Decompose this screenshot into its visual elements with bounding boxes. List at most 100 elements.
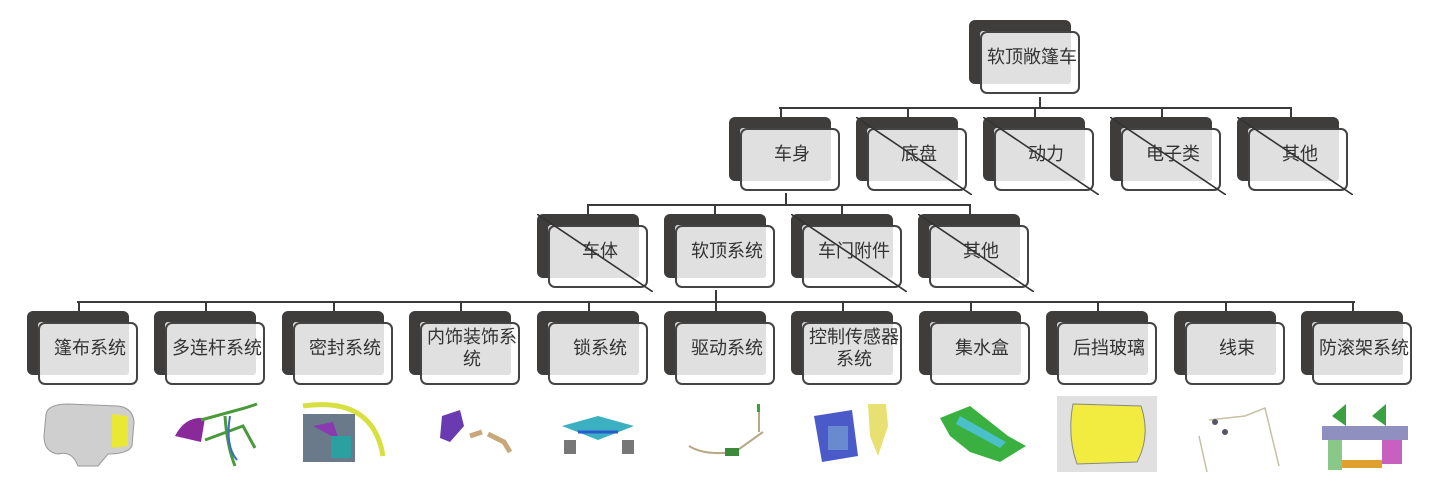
level4-drop	[333, 301, 335, 312]
node-level4: 后挡玻璃	[1046, 311, 1162, 389]
node-frame	[929, 225, 1029, 288]
seal-image	[302, 402, 386, 462]
node-label: 软顶敞篷车	[987, 46, 1077, 68]
level4-drop	[715, 301, 717, 312]
node-level4: 控制传感器系统	[791, 311, 907, 389]
node-frame	[548, 225, 648, 288]
node-label: 内饰装饰系统	[427, 326, 517, 370]
node-frame	[802, 225, 902, 288]
node-fill	[740, 128, 831, 181]
level3-drop	[841, 204, 843, 215]
node-level4: 内饰装饰系统	[409, 311, 525, 389]
node-level4: 锁系统	[537, 311, 653, 389]
level4-drop	[1097, 301, 1099, 312]
level4-drop	[460, 301, 462, 312]
node-frame	[740, 128, 840, 191]
strike-through-line	[1237, 117, 1353, 195]
node-fill	[420, 322, 511, 375]
node-label: 其他	[1282, 143, 1318, 165]
node-fill	[675, 322, 766, 375]
node-label: 软顶系统	[691, 240, 763, 262]
wiring-harness-image	[1198, 406, 1280, 472]
node-fill	[930, 322, 1021, 375]
node-label: 控制传感器系统	[809, 326, 899, 370]
water-box-image	[940, 406, 1026, 462]
node-level3: 软顶系统	[664, 214, 780, 292]
node-level4: 线束	[1174, 311, 1290, 389]
level3-bus	[587, 204, 971, 206]
node-fill	[1057, 322, 1148, 375]
node-level4: 篷布系统	[27, 311, 143, 389]
node-label: 车门附件	[818, 240, 890, 262]
level4-drop	[1352, 301, 1354, 312]
strike-through-line	[983, 117, 1099, 195]
strike-through-line	[537, 214, 653, 292]
node-label: 集水盒	[955, 337, 1009, 359]
node-frame	[1185, 322, 1285, 385]
node-level4: 防滚架系统	[1301, 311, 1417, 389]
soft-top-fabric-image	[43, 403, 135, 467]
node-fill	[980, 31, 1071, 84]
node-level2: 电子类	[1110, 117, 1226, 195]
level4-drop	[970, 301, 972, 312]
node-level3: 其他	[918, 214, 1034, 292]
node-fill	[1312, 322, 1403, 375]
roll-bar-image	[1322, 404, 1408, 470]
node-fill	[802, 322, 893, 375]
level3-drop	[714, 204, 716, 215]
level3-drop	[587, 204, 589, 215]
strike-through-line	[856, 117, 972, 195]
node-label: 篷布系统	[54, 337, 126, 359]
node-label: 防滚架系统	[1319, 337, 1409, 359]
node-fill	[1185, 322, 1276, 375]
node-level3: 车体	[537, 214, 653, 292]
node-level2: 动力	[983, 117, 1099, 195]
node-label: 锁系统	[573, 337, 627, 359]
strike-through-line	[918, 214, 1034, 292]
node-label: 驱动系统	[691, 337, 763, 359]
strike-through-line	[1110, 117, 1226, 195]
node-label: 车体	[582, 240, 618, 262]
node-fill	[165, 322, 256, 375]
node-fill	[38, 322, 129, 375]
node-label: 底盘	[901, 143, 937, 165]
body-connector	[785, 193, 787, 205]
rear-window-image	[1057, 396, 1157, 472]
node-frame	[165, 322, 265, 385]
node-root: 软顶敞篷车	[969, 20, 1085, 98]
interior-trim-image	[440, 410, 513, 454]
node-frame	[1057, 322, 1157, 385]
level2-drop	[1034, 107, 1036, 118]
node-level2: 车身	[729, 117, 845, 195]
node-label: 动力	[1028, 143, 1064, 165]
level4-drop	[205, 301, 207, 312]
node-frame	[1312, 322, 1412, 385]
level4-drop	[842, 301, 844, 312]
node-fill	[548, 322, 639, 375]
level4-drop	[1225, 301, 1227, 312]
level3-drop	[969, 204, 971, 215]
node-label: 后挡玻璃	[1073, 337, 1145, 359]
level2-drop	[1161, 107, 1163, 118]
node-frame	[293, 322, 393, 385]
node-level4: 集水盒	[919, 311, 1035, 389]
node-frame	[1121, 128, 1221, 191]
node-level2: 其他	[1237, 117, 1353, 195]
level4-drop	[588, 301, 590, 312]
node-frame	[994, 128, 1094, 191]
node-frame	[930, 322, 1030, 385]
node-level4: 驱动系统	[664, 311, 780, 389]
node-frame	[980, 31, 1080, 94]
node-label: 车身	[774, 143, 810, 165]
level2-drop	[780, 107, 782, 118]
sensor-image	[814, 404, 888, 462]
multi-link-image	[175, 402, 258, 467]
node-frame	[802, 322, 902, 385]
node-frame	[548, 322, 648, 385]
node-frame	[867, 128, 967, 191]
node-label: 线束	[1219, 337, 1255, 359]
lock-system-image	[562, 416, 634, 454]
node-frame	[38, 322, 138, 385]
node-label: 其他	[963, 240, 999, 262]
